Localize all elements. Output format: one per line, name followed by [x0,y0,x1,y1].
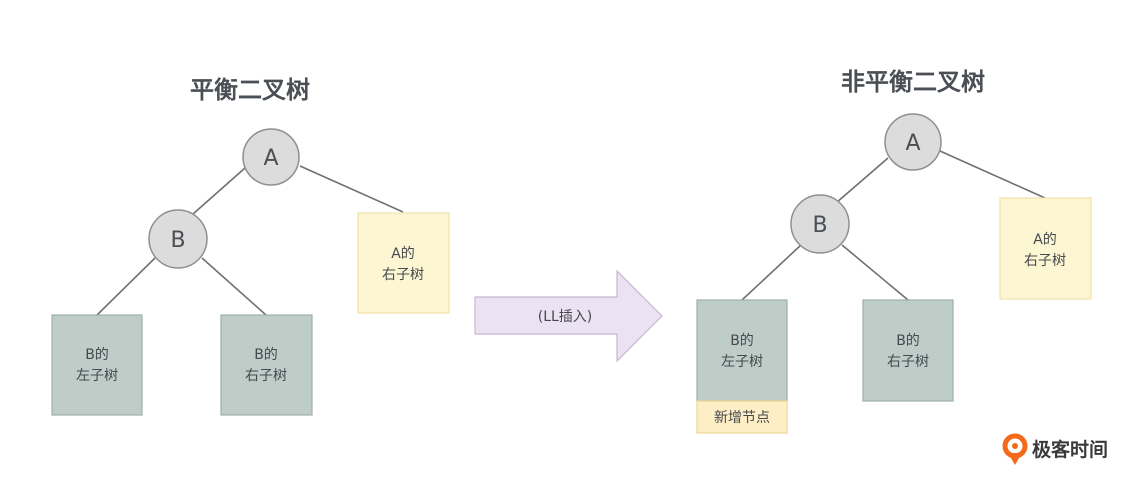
node-b-label: B [170,228,185,253]
edge-a-b [192,167,246,215]
unbalanced-tree: 非平衡二叉树 B的 左子树 新增节点 B的 右子树 A的 右子树 A B [696,68,1092,434]
a-right-subtree-box [999,197,1092,300]
b-right-subtree-label-1: B的 [254,347,278,363]
node-a-label: A [263,146,278,171]
a-right-subtree-label-2: 右子树 [1024,253,1066,269]
arrow-shape [474,269,663,363]
geektime-logo-text: 极客时间 [1032,438,1108,461]
arrow-label: (LL插入) [538,309,593,325]
balanced-tree: 平衡二叉树 B的 左子树 B的 右子树 A的 右子树 A B [51,76,450,416]
b-right-subtree-label-2: 右子树 [245,368,287,384]
b-right-subtree-label-1: B的 [896,333,920,349]
node-a-label: A [905,131,920,156]
b-left-subtree-label-2: 左子树 [76,368,118,384]
b-right-subtree-box [220,314,313,416]
a-right-subtree-box [357,212,450,314]
edge-b-right-subtree [201,257,267,316]
node-a [242,128,300,186]
b-left-subtree-box [696,299,788,402]
balanced-tree-title: 平衡二叉树 [190,76,310,104]
b-left-subtree-label-1: B的 [730,333,754,349]
b-left-subtree-box [51,314,143,416]
a-right-subtree-label-1: A的 [1033,232,1057,248]
edge-b-left-subtree [741,244,802,301]
unbalanced-tree-title: 非平衡二叉树 [841,68,985,96]
a-right-subtree-label-1: A的 [391,246,415,262]
b-right-subtree-label-2: 右子树 [887,354,929,370]
b-right-subtree-box [862,299,954,402]
edge-a-right-subtree [299,165,404,213]
edge-a-b [835,157,889,204]
b-left-subtree-label-1: B的 [85,347,109,363]
edge-b-left-subtree [96,257,156,316]
ll-insert-arrow: (LL插入) [474,269,663,363]
node-b-label: B [812,213,827,238]
edge-b-right-subtree [841,244,909,301]
geektime-logo-icon [1002,433,1028,465]
geektime-logo: 极客时间 [1002,433,1108,465]
node-b [148,209,208,269]
new-node-tag-label: 新增节点 [714,410,770,426]
a-right-subtree-label-2: 右子树 [382,267,424,283]
b-left-subtree-label-2: 左子树 [721,354,763,370]
node-b [790,194,850,254]
node-a [884,113,942,171]
edge-a-right-subtree [939,150,1046,199]
new-node-tag-box [696,400,788,434]
